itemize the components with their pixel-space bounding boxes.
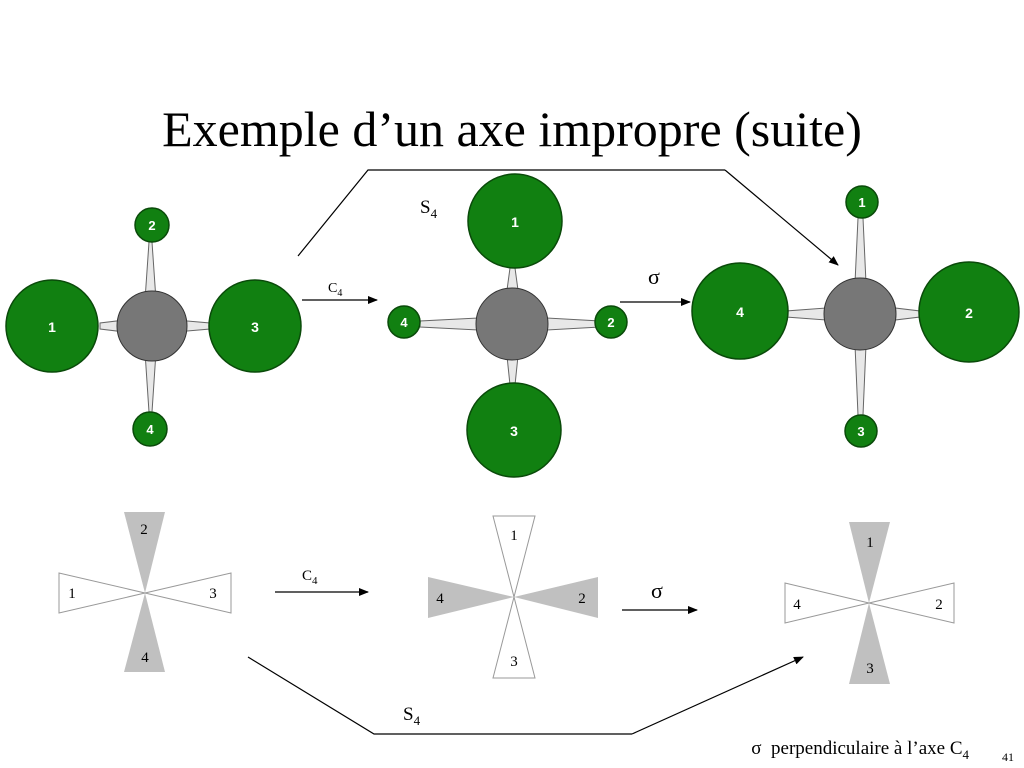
molecule-2: 1 3 4 2 <box>387 173 628 478</box>
wedge-top <box>492 515 536 599</box>
schematic-label: 1 <box>866 535 874 551</box>
wedge-right <box>144 572 232 614</box>
sigma-top-label: σ <box>648 264 660 289</box>
atom-label: 4 <box>400 315 408 330</box>
molecule-1: 1 3 2 4 <box>5 207 302 447</box>
atom-3 <box>208 279 302 373</box>
atom-3 <box>466 382 562 478</box>
s4-bottom-path <box>247 656 632 735</box>
atom-label: 1 <box>48 319 56 335</box>
bond <box>506 267 519 291</box>
s4-top-label: S4 <box>420 197 438 221</box>
atom-label: 1 <box>511 214 519 230</box>
molecule-3: 4 2 1 3 <box>691 185 1020 448</box>
sigma-bottom-label: σ <box>651 578 663 603</box>
wedge-top <box>124 512 165 593</box>
schematic-label: 2 <box>935 597 943 613</box>
schematic-3: 1 3 4 2 <box>784 522 955 684</box>
atom-4 <box>691 262 789 360</box>
atom-label: 3 <box>857 424 864 439</box>
wedge-left <box>428 577 514 618</box>
schematic-1: 2 4 1 3 <box>58 512 232 672</box>
c4-subscript: 4 <box>337 288 342 299</box>
bond <box>785 307 827 321</box>
footnote: σ perpendiculaire à l’axe C4 <box>751 738 969 763</box>
central-atom <box>823 277 897 351</box>
s4-bottom-arrow <box>631 656 804 735</box>
footnote-text: perpendiculaire à l’axe C <box>771 738 963 759</box>
atom-1 <box>845 185 879 219</box>
central-atom <box>475 287 549 361</box>
schematic-label: 3 <box>510 654 518 670</box>
schematic-2: 1 3 4 2 <box>428 515 598 679</box>
bond <box>854 344 867 416</box>
central-atom <box>116 290 188 362</box>
wedge-top <box>849 522 890 603</box>
atom-1 <box>5 279 99 373</box>
s4-top-arrow <box>724 169 839 266</box>
footnote-subscript: 4 <box>962 746 970 762</box>
c4-subscript: 4 <box>312 575 318 587</box>
atom-label: 4 <box>146 422 154 437</box>
wedge-left <box>58 572 146 614</box>
sigma-symbol: σ <box>751 738 762 759</box>
schematic-label: 1 <box>510 528 518 544</box>
wedge-bottom <box>492 595 536 679</box>
schematic-label: 2 <box>140 522 148 538</box>
bond <box>894 307 921 321</box>
wedge-bottom <box>849 603 890 684</box>
atom-label: 3 <box>510 423 518 439</box>
atom-3 <box>844 414 878 448</box>
bond <box>854 217 867 284</box>
schematic-label: 4 <box>793 597 801 613</box>
atom-label: 1 <box>858 195 865 210</box>
atom-4 <box>387 305 421 339</box>
slide-title: Exemple d’un axe impropre (suite) <box>162 101 862 157</box>
s4-bottom-label: S4 <box>403 704 421 728</box>
c4-symbol: C <box>302 568 312 584</box>
s4-subscript: 4 <box>431 206 438 221</box>
c4-bottom-label: C4 <box>302 568 318 587</box>
schematic-label: 4 <box>141 650 149 666</box>
schematic-label: 1 <box>68 586 76 602</box>
slide-number: 41 <box>1002 750 1014 764</box>
schematic-label: 3 <box>209 586 217 602</box>
s4-subscript: 4 <box>414 713 421 728</box>
schematic-label: 3 <box>866 661 874 677</box>
atom-2 <box>134 207 170 243</box>
wedge-bottom <box>124 593 165 672</box>
bond <box>419 317 479 331</box>
schematic-label: 4 <box>436 591 444 607</box>
c4-symbol: C <box>328 281 337 296</box>
atom-label: 2 <box>148 218 155 233</box>
wedge-right <box>868 582 955 624</box>
atom-1 <box>467 173 563 269</box>
schematic-label: 2 <box>578 591 586 607</box>
atom-2 <box>594 305 628 339</box>
s4-symbol: S <box>420 197 431 218</box>
s4-symbol: S <box>403 704 414 725</box>
bond <box>546 317 601 331</box>
atom-label: 3 <box>251 319 259 335</box>
s4-top-path <box>297 169 725 257</box>
c4-top-label: C4 <box>328 281 342 299</box>
atom-label: 4 <box>736 304 744 320</box>
atom-label: 2 <box>607 315 614 330</box>
atom-label: 2 <box>965 305 973 321</box>
atom-4 <box>132 411 168 447</box>
wedge-left <box>784 582 870 624</box>
wedge-right <box>514 577 598 618</box>
atom-2 <box>918 261 1020 363</box>
